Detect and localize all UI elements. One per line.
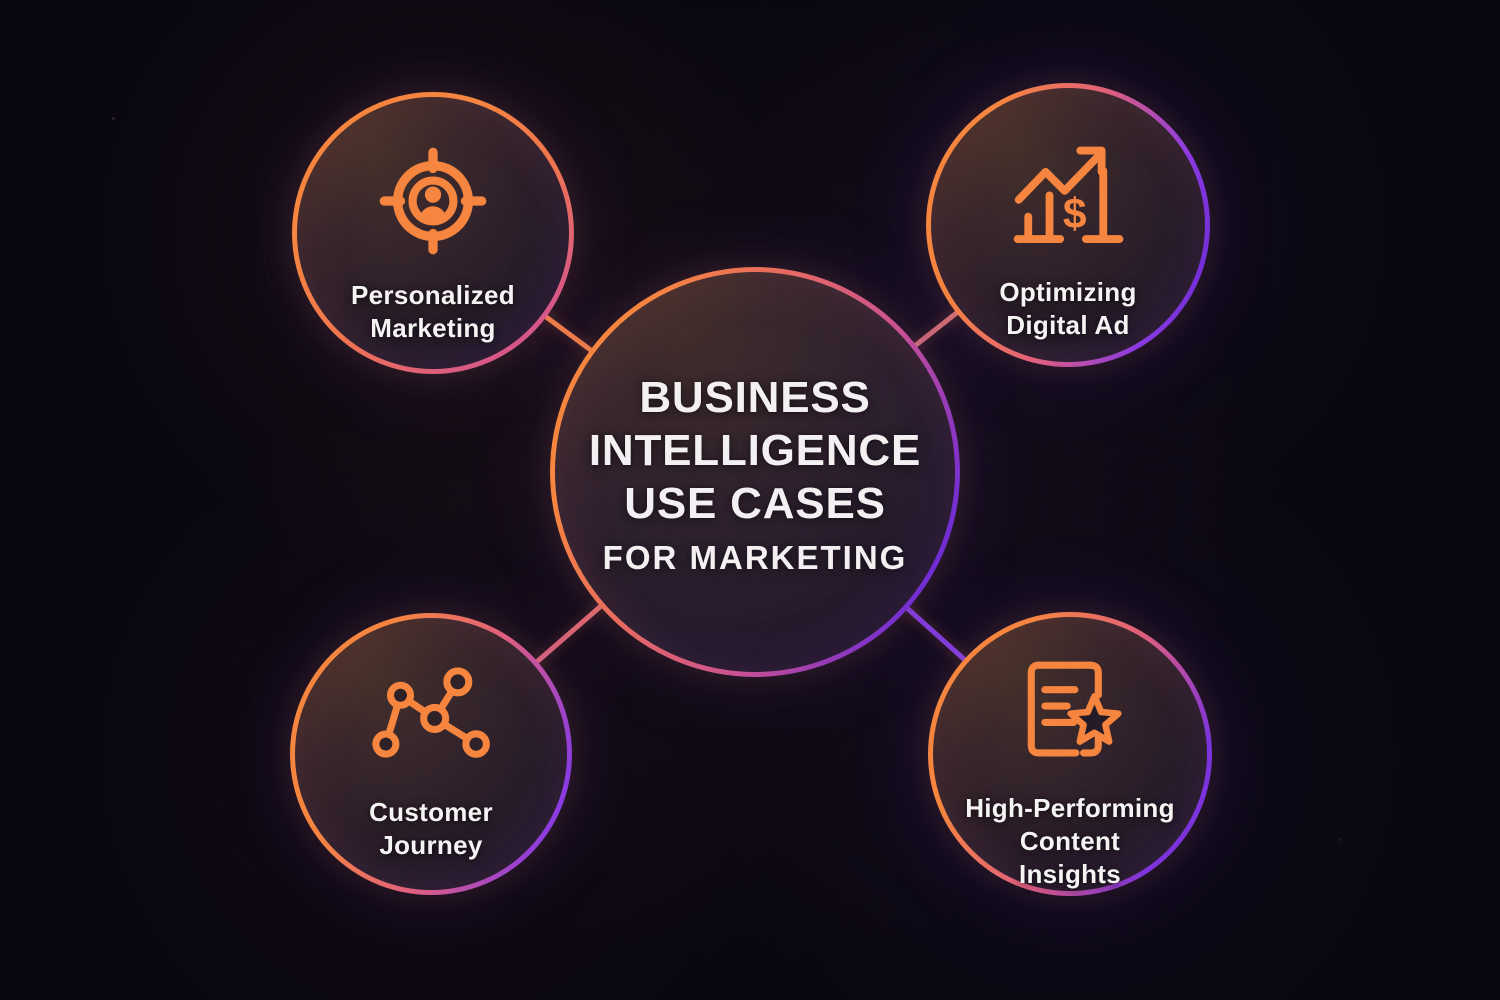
node-label: High-Performing Content Insights bbox=[965, 792, 1175, 891]
label-line: Insights bbox=[1018, 859, 1122, 889]
node-optimizing-digital-ad: $ Optimizing Digital Ad bbox=[926, 83, 1210, 367]
journey-path-icon bbox=[372, 667, 490, 758]
node-customer-journey: Customer Journey bbox=[290, 613, 572, 895]
center-title: BUSINESS INTELLIGENCE USE CASES bbox=[589, 371, 921, 530]
label-line: Digital Ad bbox=[1006, 310, 1130, 340]
background-speck bbox=[1338, 838, 1341, 841]
target-user-icon bbox=[379, 147, 487, 255]
center-node-business-intelligence: BUSINESS INTELLIGENCE USE CASES FOR MARK… bbox=[550, 267, 960, 677]
node-label: Personalized Marketing bbox=[351, 279, 515, 345]
center-subtitle: FOR MARKETING bbox=[602, 539, 908, 576]
label-line: Personalized bbox=[351, 280, 515, 310]
label-line: Journey bbox=[379, 830, 483, 860]
dollar-glyph: $ bbox=[1063, 190, 1087, 238]
label-line: Content bbox=[1019, 826, 1121, 856]
title-line: BUSINESS bbox=[639, 373, 871, 422]
background-speck bbox=[112, 117, 115, 120]
title-line: INTELLIGENCE bbox=[588, 426, 922, 475]
node-high-performing-content-insights: High-Performing Content Insights bbox=[928, 612, 1212, 896]
title-line: USE CASES bbox=[624, 479, 886, 528]
node-label: Customer Journey bbox=[369, 796, 493, 862]
label-line: High-Performing bbox=[965, 793, 1175, 823]
label-line: Optimizing bbox=[999, 277, 1137, 307]
label-line: Customer bbox=[369, 797, 493, 827]
document-star-icon bbox=[1027, 661, 1122, 757]
label-line: Marketing bbox=[370, 313, 496, 343]
node-label: Optimizing Digital Ad bbox=[999, 276, 1136, 342]
node-personalized-marketing: Personalized Marketing bbox=[292, 92, 574, 374]
chart-dollar-icon: $ bbox=[1013, 146, 1124, 243]
